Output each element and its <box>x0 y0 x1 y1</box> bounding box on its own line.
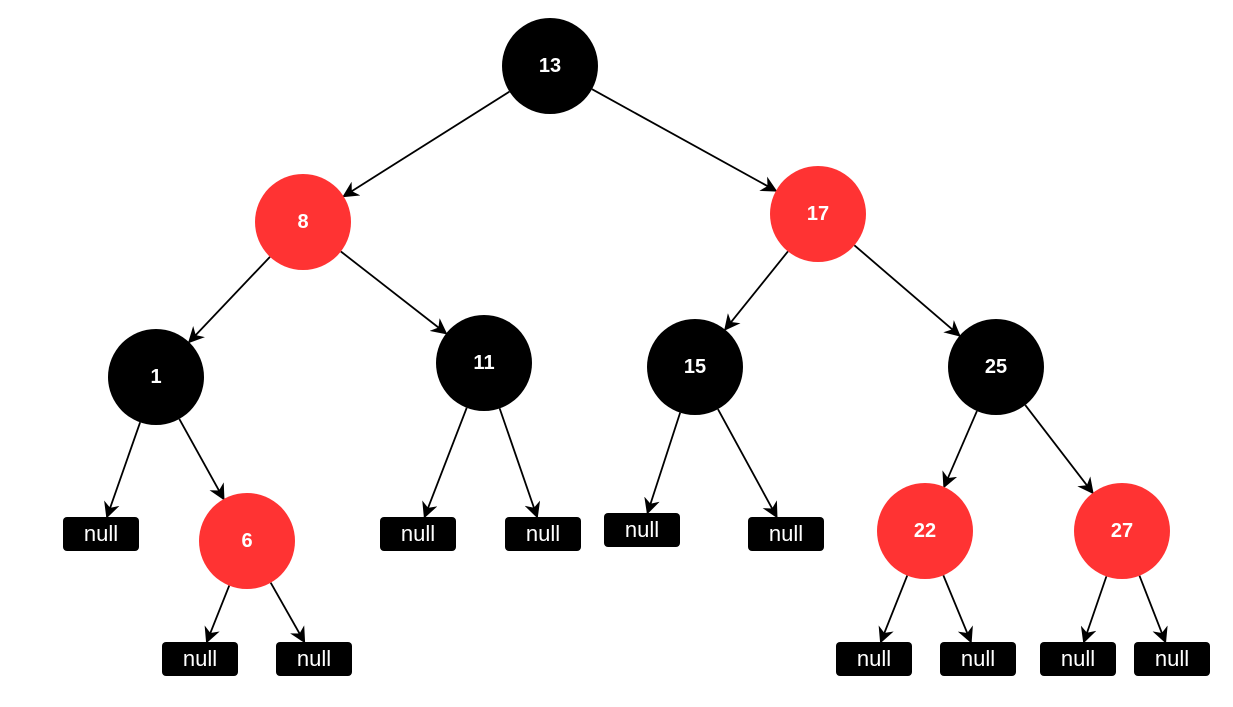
edge-arrow <box>204 585 231 644</box>
edge-arrow <box>498 408 541 519</box>
null-leaf: null <box>505 517 581 551</box>
edge-arrow <box>1080 576 1108 644</box>
edge-arrow <box>342 90 510 198</box>
tree-node-27: 27 <box>1074 483 1170 579</box>
edge-arrow <box>422 407 468 519</box>
tree-node-25: 25 <box>948 319 1044 415</box>
null-leaf: null <box>380 517 456 551</box>
tree-node-11: 11 <box>436 315 532 411</box>
null-leaf: null <box>604 513 680 547</box>
edge-arrow <box>724 250 789 331</box>
tree-node-15: 15 <box>647 319 743 415</box>
null-leaf: null <box>63 517 139 551</box>
edge-arrow <box>104 422 141 519</box>
edge-arrow <box>878 575 909 644</box>
tree-node-22: 22 <box>877 483 973 579</box>
tree-node-13: 13 <box>502 18 598 114</box>
null-leaf: null <box>1040 642 1116 676</box>
tree-node-17: 17 <box>770 166 866 262</box>
tree-node-1: 1 <box>108 329 204 425</box>
edge-arrow <box>591 88 778 192</box>
edge-arrow <box>269 582 306 644</box>
edge-arrow <box>853 244 961 337</box>
null-leaf: null <box>748 517 824 551</box>
tree-node-8: 8 <box>255 174 351 270</box>
null-leaf: null <box>162 642 238 676</box>
edge-arrow <box>717 408 778 519</box>
null-leaf: null <box>940 642 1016 676</box>
null-leaf: null <box>276 642 352 676</box>
null-leaf: null <box>836 642 912 676</box>
edge-arrow <box>942 410 978 489</box>
tree-node-6: 6 <box>199 493 295 589</box>
edge-arrow <box>187 256 271 344</box>
edge-arrow <box>1024 404 1094 495</box>
edge-arrow <box>644 412 682 515</box>
null-leaf: null <box>1134 642 1210 676</box>
edge-arrow <box>1138 575 1168 644</box>
edge-arrow <box>340 250 448 335</box>
edge-arrow <box>942 575 973 644</box>
edge-arrow <box>178 418 225 501</box>
